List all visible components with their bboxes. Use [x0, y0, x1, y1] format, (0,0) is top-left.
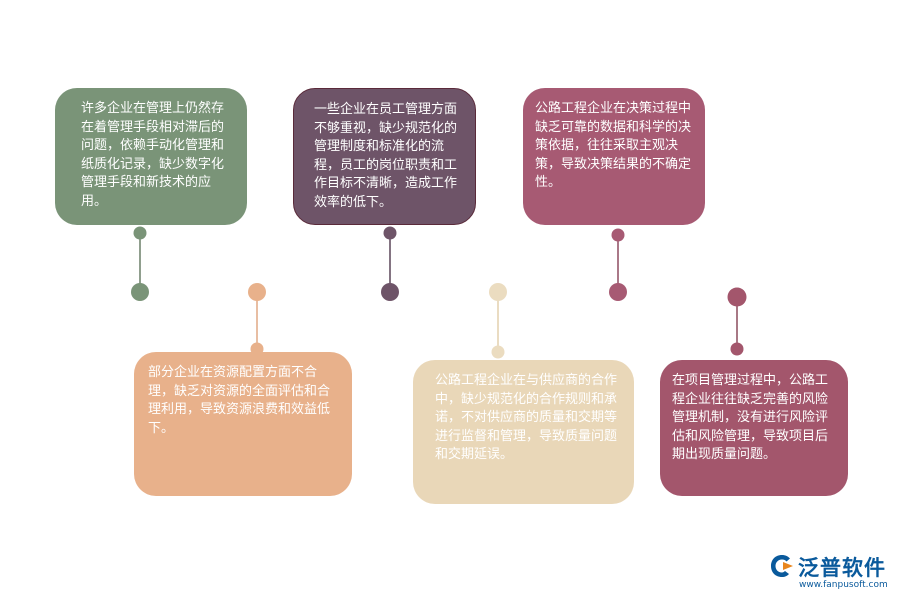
brand-logo: 泛普软件 www.fanpusoft.com [768, 550, 893, 594]
timeline-node-3 [381, 283, 399, 301]
connector-5-end-dot [611, 228, 625, 242]
connector-3-end-dot [383, 226, 397, 240]
text-box-4-text: 部分企业在资源配置方面不合理，缺乏对资源的全面评估和合理利用，导致资源浪费和效益… [148, 365, 331, 436]
text-box-6-text: 在项目管理过程中，公路工程企业往往缺乏完善的风险管理机制，没有进行风险评估和风险… [672, 373, 829, 462]
text-box-2-text: 一些企业在员工管理方面不够重视，缺少规范化的管理制度和标准化的流程，员工的岗位职… [314, 102, 458, 210]
timeline-node-2 [248, 283, 266, 301]
connector-6-end-dot [730, 342, 744, 356]
logo-name: 泛普软件 [798, 556, 886, 580]
connector-4-end-dot [491, 345, 505, 359]
timeline-node-1 [131, 283, 149, 301]
text-box-1: 许多企业在管理上仍然存在着管理手段相对滞后的问题，依赖手动化管理和纸质化记录，缺… [55, 88, 247, 225]
text-box-3: 公路工程企业在决策过程中缺乏可靠的数据和科学的决策依据，往往采取主观决策，导致决… [523, 88, 705, 225]
text-box-3-text: 公路工程企业在决策过程中缺乏可靠的数据和科学的决策依据，往往采取主观决策，导致决… [535, 101, 692, 190]
fanpu-logo-icon [771, 555, 793, 577]
timeline-node-6 [727, 287, 747, 307]
text-box-6: 在项目管理过程中，公路工程企业往往缺乏完善的风险管理机制，没有进行风险评估和风险… [660, 360, 848, 496]
timeline-node-4 [489, 283, 507, 301]
text-box-1-text: 许多企业在管理上仍然存在着管理手段相对滞后的问题，依赖手动化管理和纸质化记录，缺… [81, 101, 225, 209]
text-box-4: 部分企业在资源配置方面不合理，缺乏对资源的全面评估和合理利用，导致资源浪费和效益… [134, 352, 352, 496]
logo-url: www.fanpusoft.com [799, 580, 888, 590]
connector-1-end-dot [133, 226, 147, 240]
text-box-5-text: 公路工程企业在与供应商的合作中，缺少规范化的合作规则和承诺，不对供应商的质量和交… [435, 373, 618, 462]
timeline-node-5 [609, 283, 627, 301]
text-box-5: 公路工程企业在与供应商的合作中，缺少规范化的合作规则和承诺，不对供应商的质量和交… [413, 360, 634, 504]
text-box-2: 一些企业在员工管理方面不够重视，缺少规范化的管理制度和标准化的流程，员工的岗位职… [293, 88, 476, 225]
